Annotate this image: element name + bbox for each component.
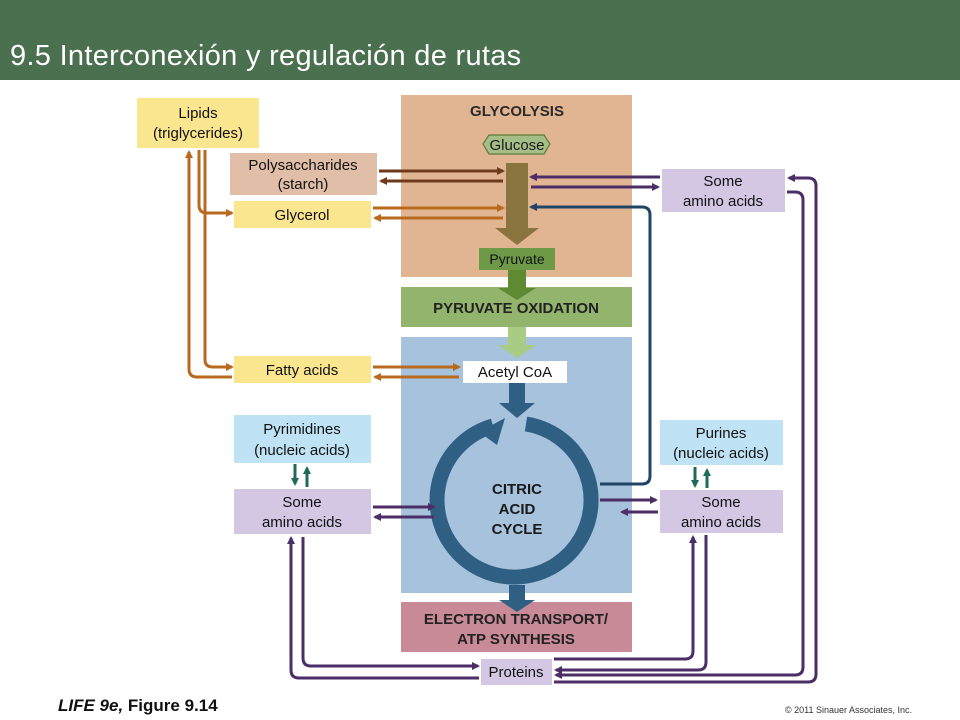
cycle-to-glycolysis-blue-arrow [529,203,652,486]
etc-label-2: ATP SYNTHESIS [457,631,575,648]
purines-label-2: (nucleic acids) [673,445,769,462]
polysaccharides-box [230,153,377,195]
pyrimidines-box [234,415,371,463]
copyright-notice: © 2011 Sinauer Associates, Inc. [785,705,913,715]
polysaccharides-label-2: (starch) [278,176,329,193]
pyruvate-to-oxidation-arrow [498,270,536,300]
figure-caption-rest: Figure 9.14 [123,696,218,715]
amino-top-label-1: Some [703,173,742,190]
glucose-label: Glucose [489,137,544,154]
slide-header [0,0,960,80]
acetyl-coa-label: Acetyl CoA [478,364,552,381]
amino-left-label-1: Some [282,494,321,511]
pyruvate-oxidation-label: PYRUVATE OXIDATION [433,300,599,317]
etc-label-1: ELECTRON TRANSPORT/ [424,611,609,628]
citric-label-3: CYCLE [492,521,543,538]
acetyl-to-cycle-arrow [499,383,535,418]
fatty-acids-label: Fatty acids [266,362,339,379]
citric-label-2: ACID [499,501,536,518]
proteins-to-amino-left-arrow [287,536,479,680]
glycolysis-arrow [495,163,539,245]
fatty-acids-to-lipids-arrow [185,150,232,379]
proteins-box [481,659,552,685]
amino-left-to-proteins-arrow [301,537,480,670]
acetyl-coa-box [463,361,567,383]
pyrimidines-label-2: (nucleic acids) [254,442,350,459]
amino-right-label-1: Some [701,494,740,511]
amino-top-label-2: amino acids [683,193,763,210]
pyruvate-label: Pyruvate [489,251,544,267]
citric-cycle-arrowhead [479,418,505,445]
glycolysis-label: GLYCOLYSIS [470,103,564,120]
lipids-box [137,98,259,148]
amino-left-box [234,489,371,534]
glycerol-label: Glycerol [274,207,329,224]
pyruvate-box [479,248,555,270]
cycle-to-etc-arrow [499,585,535,612]
lipids-label-1: Lipids [178,105,217,122]
citric-label-1: CITRIC [492,481,542,498]
amino-right-box [660,490,783,533]
slide-title: 9.5 Interconexión y regulación de rutas [10,40,522,72]
amino-top-box [662,169,785,212]
proteins-to-amino-right-arrow [554,535,697,661]
polysaccharides-label-1: Polysaccharides [248,157,357,174]
citric-cycle-ring [429,416,599,585]
amino-right-to-proteins-arrow [554,535,708,674]
glucose-hexagon [482,134,551,155]
lipids-to-fatty-acids-arrow [203,150,234,371]
pyrimidines-label-1: Pyrimidines [263,421,341,438]
proteins-label: Proteins [488,664,543,681]
glycerol-box [234,201,371,228]
figure-caption-italic: LIFE 9e, [58,696,124,715]
figure-caption: LIFE 9e, Figure 9.14 [58,696,218,716]
oxidation-to-acetyl-arrow [498,327,536,358]
amino-left-label-2: amino acids [262,514,342,531]
fatty-acids-box [234,356,371,383]
lipid-to-glycerol-arrow [197,150,234,217]
proteins-to-amino-top-arrow [554,174,818,684]
lipids-label-2: (triglycerides) [153,125,243,142]
amino-top-to-proteins-arrow [554,190,805,679]
purines-box [660,420,783,465]
purines-label-1: Purines [696,425,747,442]
amino-right-label-2: amino acids [681,514,761,531]
